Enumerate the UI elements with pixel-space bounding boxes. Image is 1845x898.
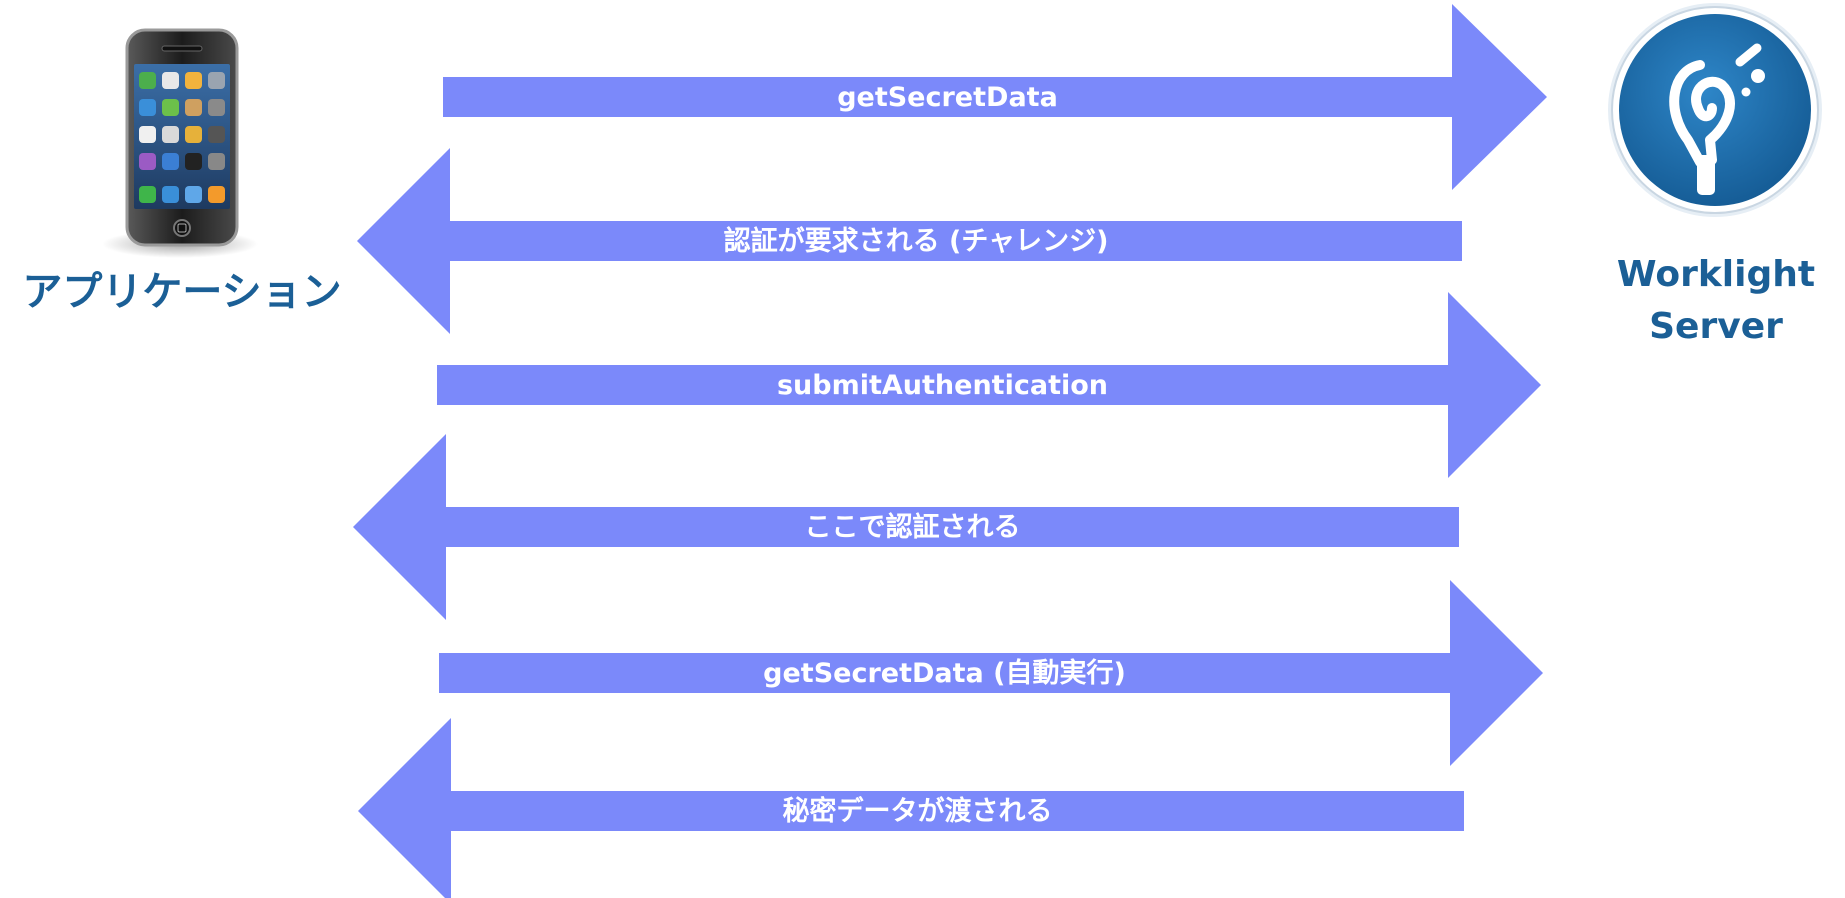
message-arrow-to-server-5: [439, 580, 1543, 766]
message-label-6: 秘密データが渡される: [783, 795, 1053, 827]
message-label-3: submitAuthentication: [777, 370, 1108, 401]
server-label-line1: Worklight: [1617, 254, 1815, 295]
message-arrow-to-client-6: [358, 718, 1464, 898]
message-arrow-to-client-2: [357, 148, 1462, 334]
worklight-logo-icon: [1608, 3, 1822, 217]
message-arrow-to-server-1: [443, 4, 1547, 190]
server-label-line2: Server: [1649, 306, 1783, 347]
message-label-5: getSecretData (自動実行): [763, 657, 1126, 689]
message-label-4: ここで認証される: [805, 511, 1021, 543]
client-label: アプリケーション: [22, 269, 341, 315]
message-label-1: getSecretData: [837, 82, 1058, 113]
message-arrow-to-client-4: [353, 434, 1459, 620]
message-label-2: 認証が要求される (チャレンジ): [724, 225, 1109, 257]
smartphone-icon: [102, 28, 258, 258]
message-arrow-to-server-3: [437, 292, 1541, 478]
message-arrows: getSecretData 認証が要求される (チャレンジ) submitAuthe…: [353, 4, 1547, 898]
